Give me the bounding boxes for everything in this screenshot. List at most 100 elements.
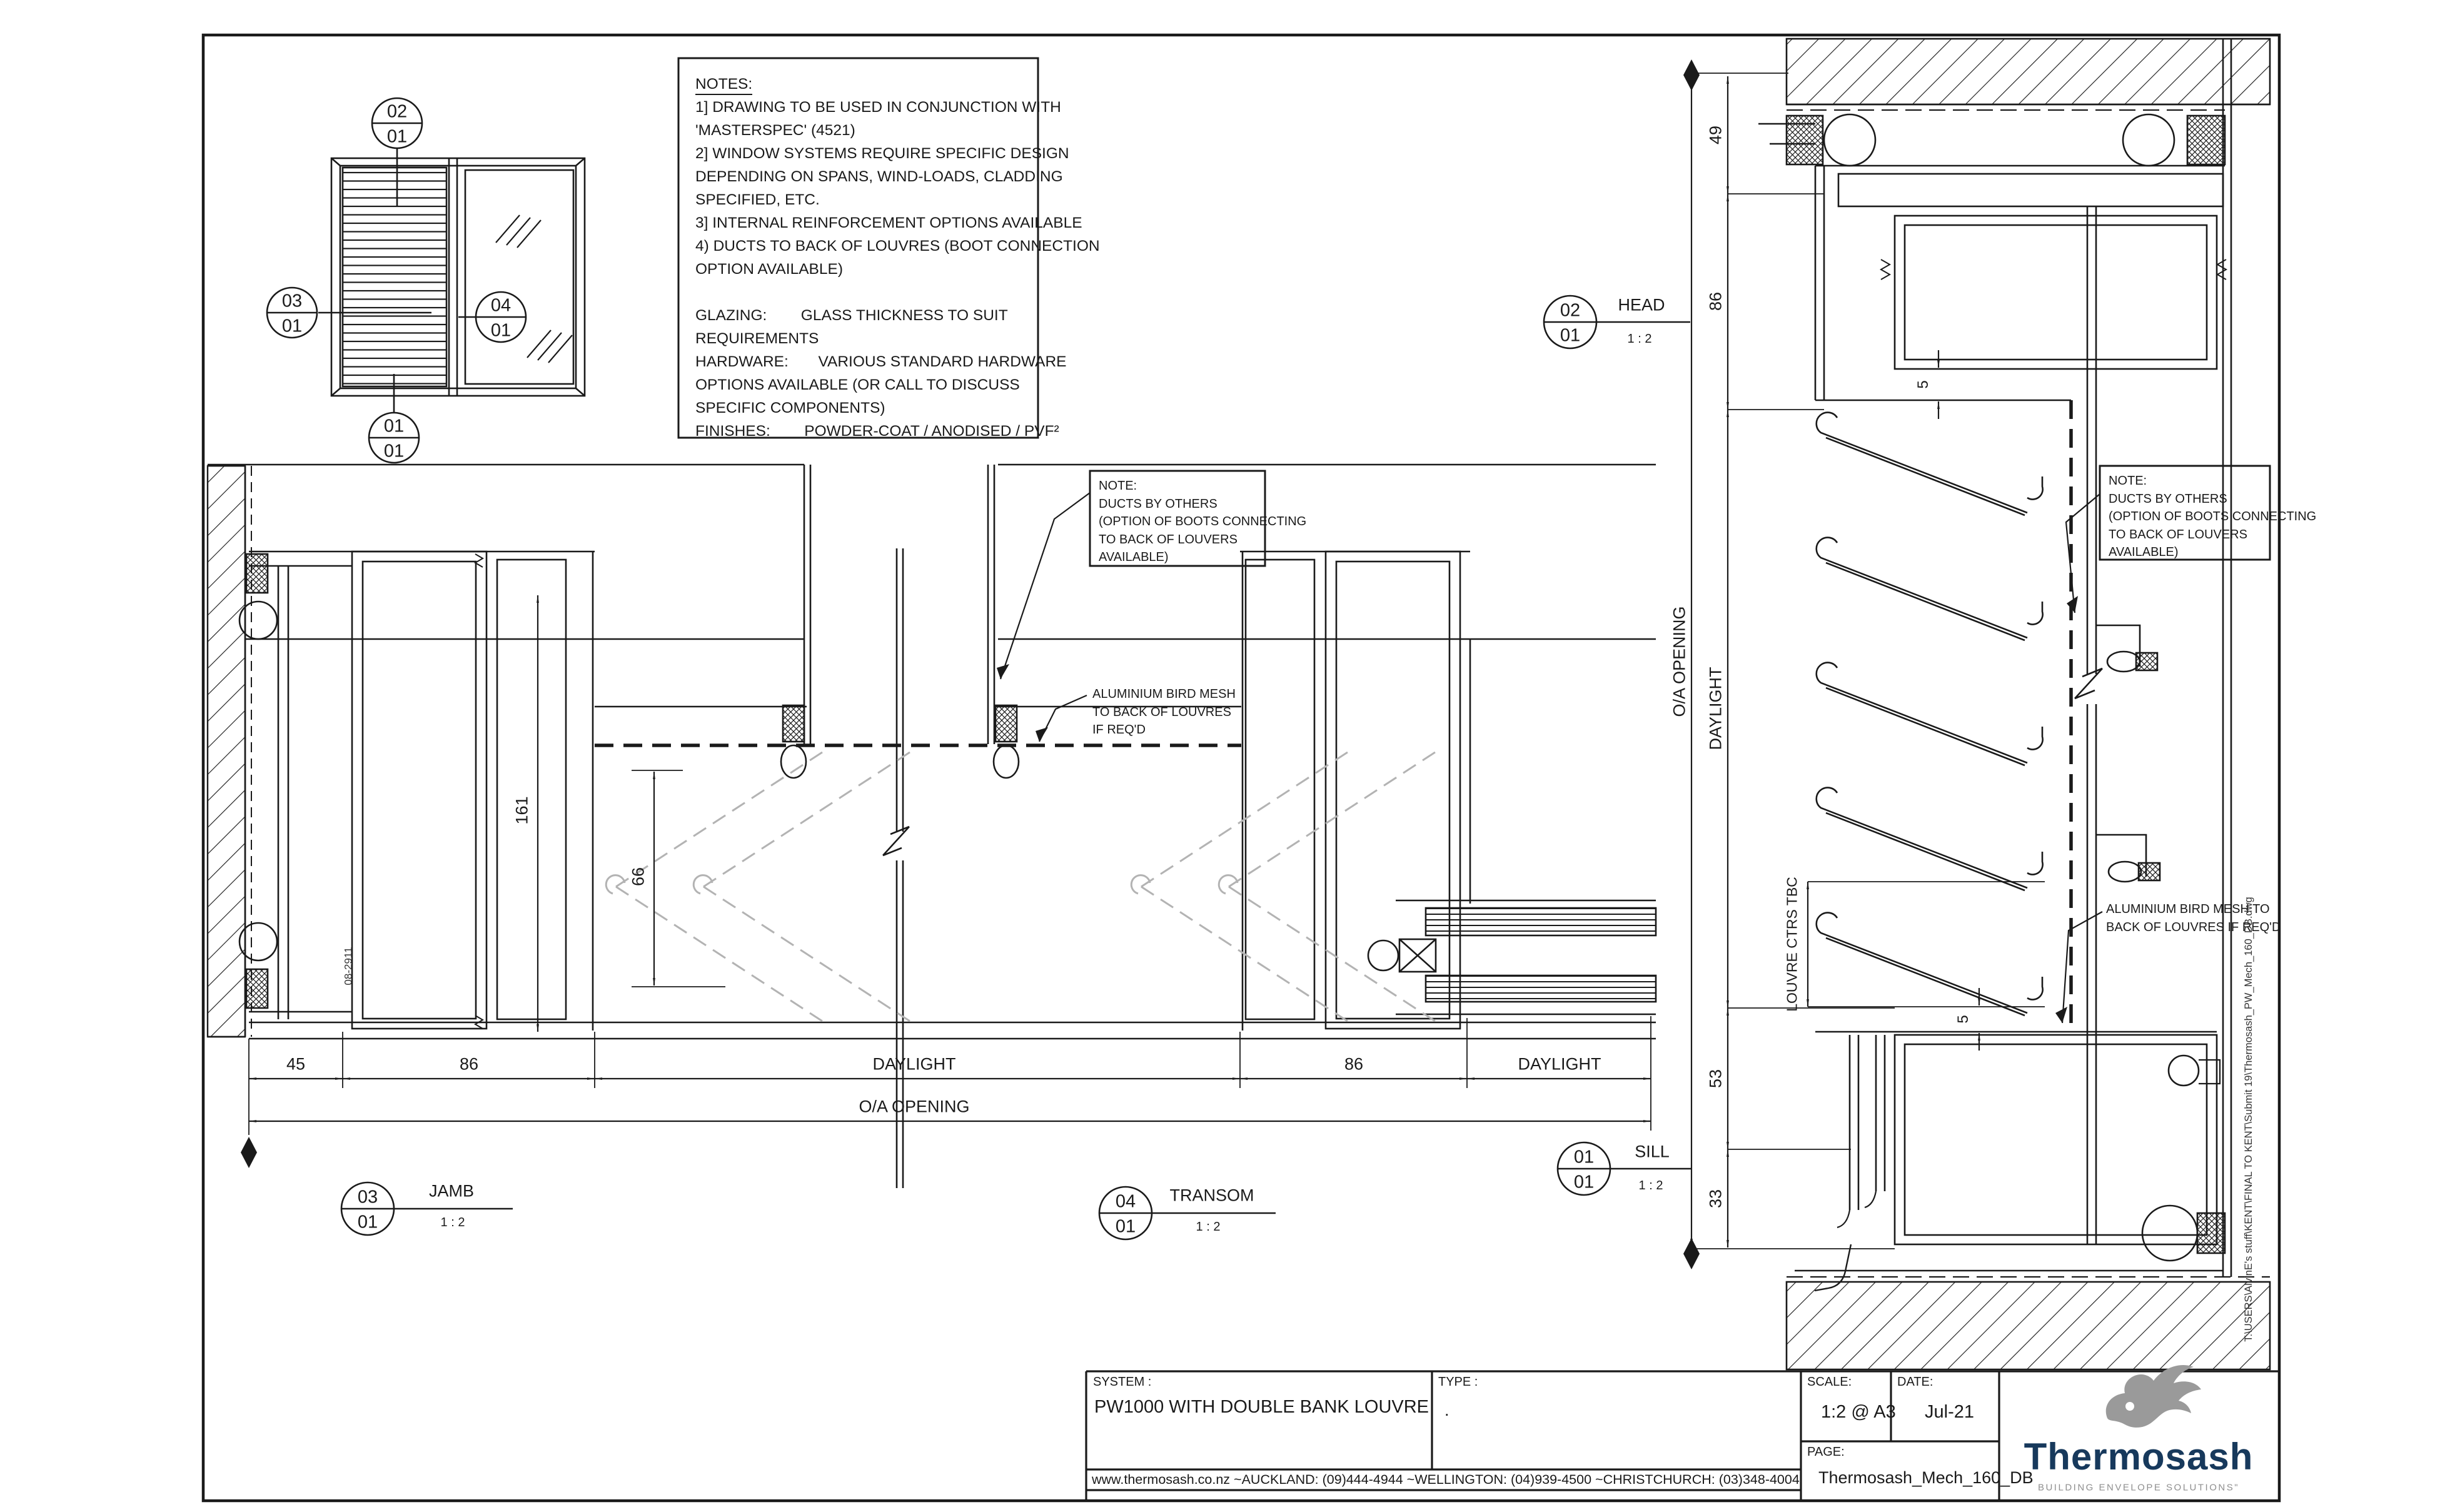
datum-diamond-icon <box>241 1137 257 1168</box>
logo-tagline: BUILDING ENVELOPE SOLUTIONS" <box>2037 1482 2240 1493</box>
backer-rod <box>1367 939 1399 972</box>
break-symbol <box>2074 667 2103 700</box>
balloon-detail-number: 02 <box>1560 300 1581 321</box>
louvre-blades <box>1815 411 2044 1017</box>
balloon-sheet-number: 01 <box>490 320 512 341</box>
balloon-sheet-number: 01 <box>1560 325 1581 346</box>
detail-scale: 1 : 2 <box>1638 1179 1663 1192</box>
head-frame-box <box>1893 214 2218 370</box>
dim-5-bottom: 5 <box>1955 1015 1972 1024</box>
balloon-detail-number: 01 <box>1573 1147 1595 1167</box>
datum-diamond-icon <box>1683 1238 1700 1269</box>
balloon-detail-number: 04 <box>1115 1191 1136 1212</box>
detail-title: JAMB <box>428 1181 475 1201</box>
balloon-sheet-number: 01 <box>383 441 405 461</box>
detail-title: SILL <box>1635 1142 1670 1161</box>
packer-crosshatch <box>245 553 269 594</box>
glass-unit <box>1424 974 1657 1003</box>
gasket <box>1879 259 2228 280</box>
type-value: . <box>1444 1401 1449 1419</box>
contact-bar: www.thermosash.co.nz ~AUCKLAND: (09)444-… <box>1092 1472 1800 1487</box>
balloon-sheet-number: 01 <box>1573 1172 1595 1192</box>
backer-rod <box>2167 1054 2200 1087</box>
dim-louvre-ctrs: LOUVRE CTRS TBC <box>1783 877 1800 1012</box>
dim-oa-opening: O/A OPENING <box>1670 606 1689 717</box>
balloon-sheet-number: 01 <box>1115 1216 1136 1237</box>
bird-mesh-note: ALUMINIUM BIRD MESH TO BACK OF LOUVRES I… <box>1092 687 1236 737</box>
dim-daylight-left: DAYLIGHT <box>872 1054 956 1074</box>
dimension-lines <box>1690 76 1809 1247</box>
notes-title: NOTES: <box>695 76 753 95</box>
dim-45: 45 <box>286 1054 306 1074</box>
system-label: SYSTEM : <box>1093 1375 1152 1389</box>
detail-title: TRANSOM <box>1169 1186 1254 1205</box>
leader-line <box>999 492 1091 680</box>
type-label: TYPE : <box>1438 1375 1478 1389</box>
date-value: Jul-21 <box>1925 1402 1974 1422</box>
dim-66: 66 <box>628 867 648 887</box>
detail-scale: 1 : 2 <box>1196 1220 1221 1234</box>
extension-lines <box>248 770 1651 1135</box>
elevation-louvre-panel <box>341 166 448 388</box>
soffit-hatch <box>1785 38 2271 106</box>
date-label: DATE: <box>1897 1375 1933 1389</box>
glass-mark-icon <box>495 214 573 363</box>
balloon-detail-number: 01 <box>383 416 405 436</box>
system-value: PW1000 WITH DOUBLE BANK LOUVRE <box>1094 1397 1429 1417</box>
balloon-detail-number: 03 <box>281 291 303 311</box>
dim-daylight-right: DAYLIGHT <box>1518 1054 1601 1074</box>
dim-86-left: 86 <box>459 1054 479 1074</box>
note-box-frame <box>1089 470 1266 567</box>
balloon-sheet-number: 01 <box>281 316 303 336</box>
ducts-note: NOTE: DUCTS BY OTHERS (OPTION OF BOOTS C… <box>1099 479 1307 564</box>
leader-line <box>1039 694 1087 742</box>
notes-block: NOTES: 1] DRAWING TO BE USED IN CONJUNCT… <box>695 76 1100 440</box>
sheet-border <box>201 33 2281 1503</box>
file-path: T:\USERS\AlvinE's stuff\KENT\FINAL TO KE… <box>2242 897 2254 1342</box>
dim-5-top: 5 <box>1915 380 1932 389</box>
dim-49: 49 <box>1706 125 1725 145</box>
balloon-sheet-number: 01 <box>386 126 408 147</box>
dim-oa-opening: O/A OPENING <box>859 1097 970 1116</box>
break-symbol <box>882 825 910 857</box>
ghost-blade-hooks <box>605 874 1239 895</box>
sill-frame-box <box>1893 1034 2218 1246</box>
page-label: PAGE: <box>1807 1445 1845 1459</box>
swallow-bird-logo-icon <box>2105 1364 2201 1428</box>
elevation-glass-panel <box>464 169 575 385</box>
dim-33: 33 <box>1706 1189 1725 1209</box>
ghost-louvre-blades <box>615 751 1436 1022</box>
balloon-sheet-number: 01 <box>357 1212 378 1232</box>
vertical-section <box>1543 38 2271 1371</box>
extension-lines <box>1691 73 2045 1249</box>
dim-86-right: 86 <box>1344 1054 1364 1074</box>
balloon-detail-number: 02 <box>386 101 408 122</box>
leader-line <box>2061 911 2103 1024</box>
note-box-frame <box>2099 465 2271 561</box>
thermosash-wordmark: Thermosash <box>2024 1436 2254 1478</box>
backer-rod <box>2122 113 2175 167</box>
scale-value: 1:2 @ A3 <box>1821 1402 1896 1422</box>
profile-code: 08-2911 <box>342 947 355 985</box>
detail-title: HEAD <box>1618 295 1665 315</box>
floor-hatch <box>1785 1281 2271 1371</box>
backer-rod <box>1823 113 1877 167</box>
dim-86-head: 86 <box>1706 291 1725 311</box>
backer-rod <box>238 922 278 962</box>
bird-mesh-note: ALUMINIUM BIRD MESH TO BACK OF LOUVRES I… <box>2106 902 2281 934</box>
scale-label: SCALE: <box>1807 1375 1852 1389</box>
title-block-lines <box>1085 1370 2279 1501</box>
dimension-lines <box>249 595 1651 1122</box>
key-elevation <box>266 97 586 464</box>
detail-scale: 1 : 2 <box>440 1216 465 1229</box>
detail-scale: 1 : 2 <box>1627 332 1652 346</box>
dim-161: 161 <box>512 796 532 825</box>
leader-line <box>2065 493 2100 613</box>
packer-crosshatch <box>245 968 269 1009</box>
wall-hatch <box>206 465 246 1038</box>
plan-section <box>206 463 1657 1241</box>
notes-box-frame <box>677 57 1039 439</box>
datum-diamond-icon <box>1683 59 1700 91</box>
page-value: Thermosash_Mech_160_DB <box>1818 1468 2034 1487</box>
